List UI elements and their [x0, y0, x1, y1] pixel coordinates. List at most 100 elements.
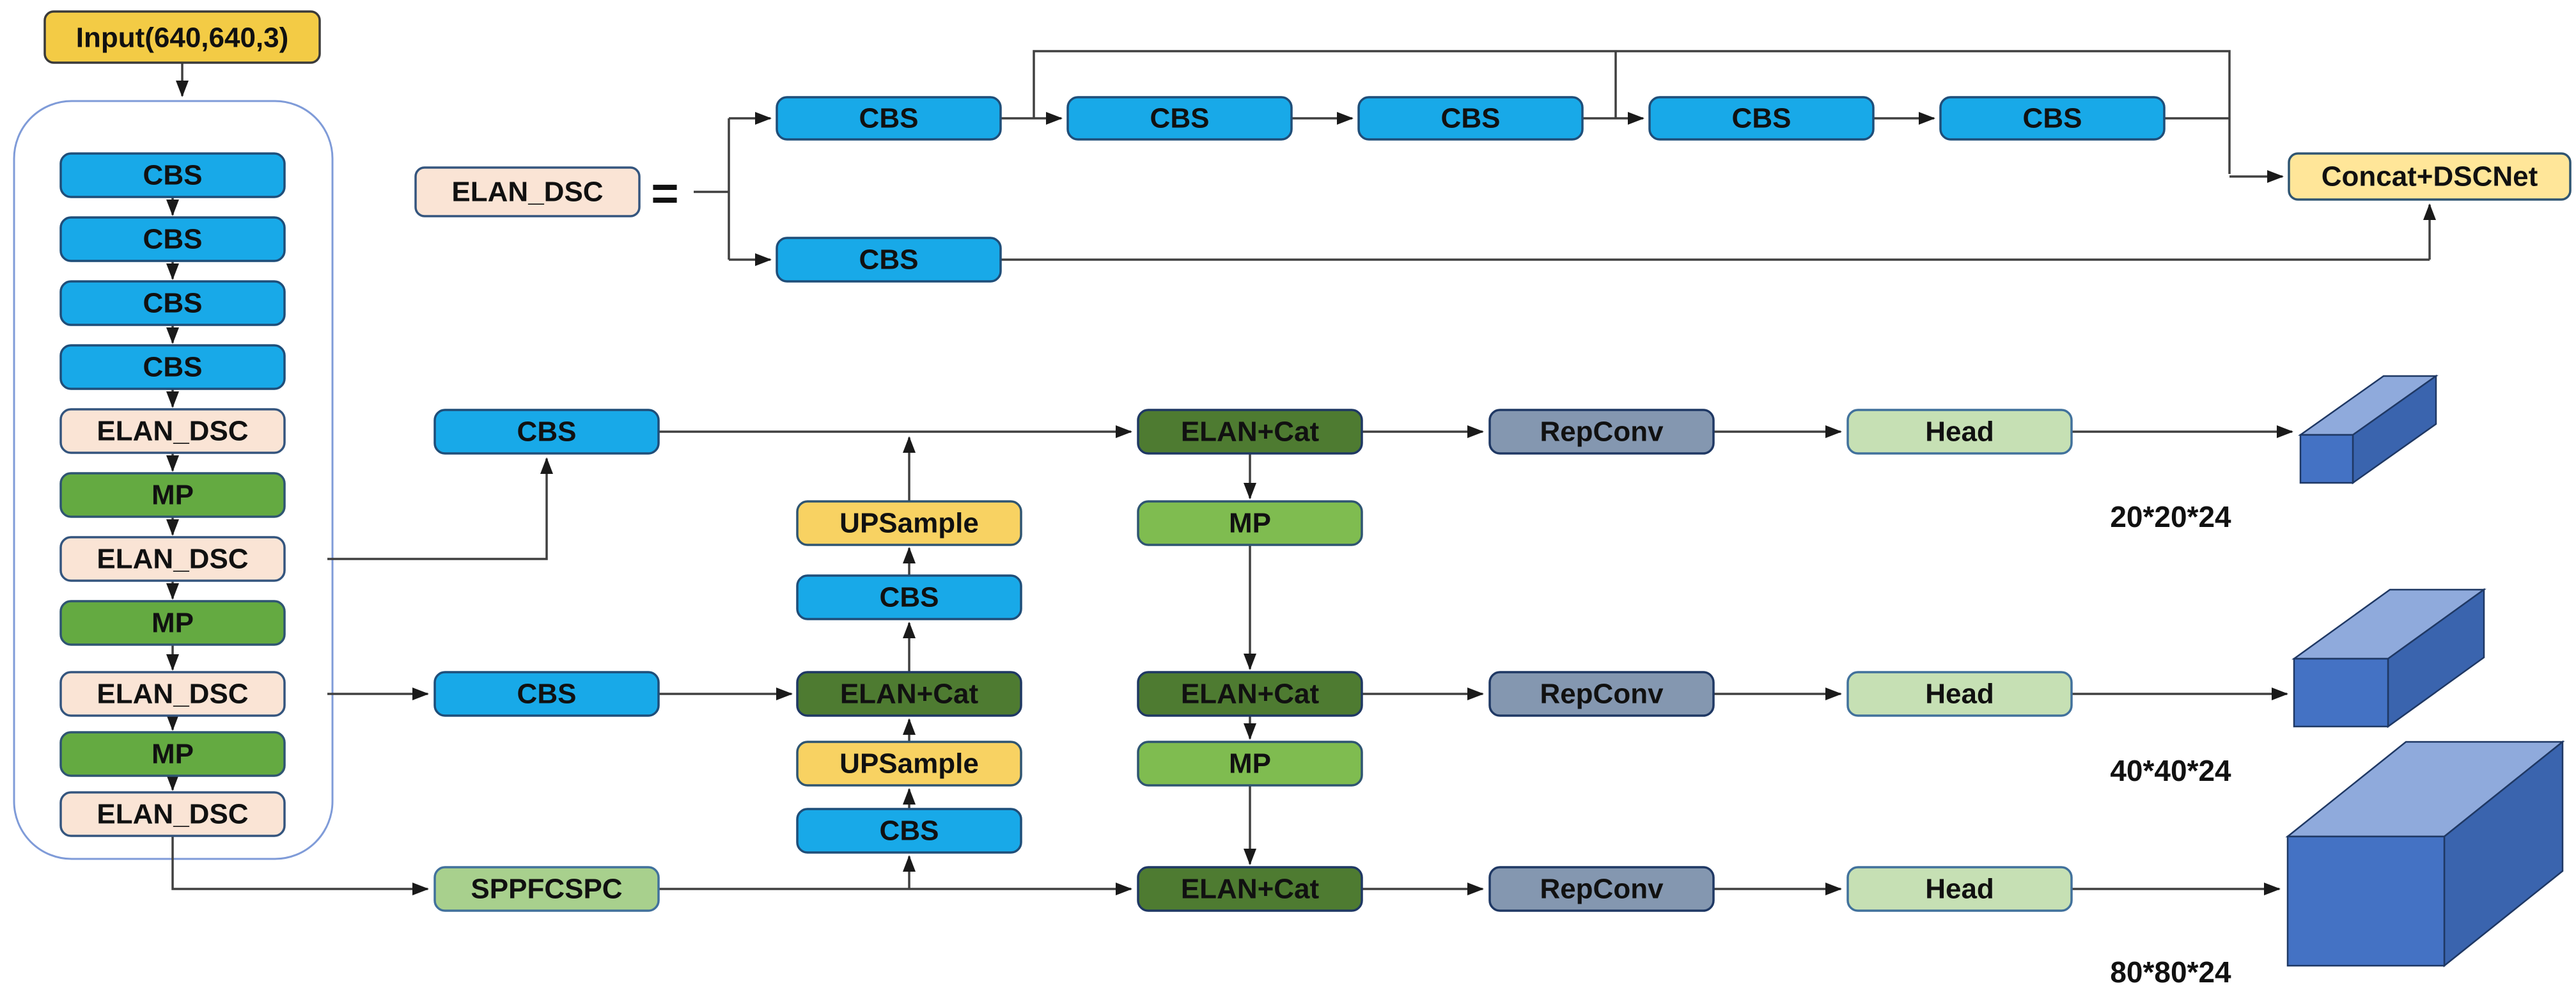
row3-repconv-box [1488, 866, 1715, 912]
connector-def-skip-top [1033, 50, 2231, 174]
def-cbs-3 [1357, 96, 1584, 141]
backbone-box-cbs-3 [59, 280, 286, 326]
backbone-label-7: ELAN_DSC [97, 544, 248, 575]
output-dims-row3: 80*80*24 [2110, 955, 2231, 989]
row2-elancat-box [1137, 671, 1363, 717]
mp-bottom-label: MP [1229, 748, 1271, 780]
def-cbs-1 [776, 96, 1002, 141]
row-3: SPPFCSPC ELAN+Cat RepConv Head [433, 866, 2073, 912]
backbone-box-mp-1 [59, 472, 286, 518]
neck-upsample-bottom-box [796, 741, 1022, 787]
def-cbs-label-5: CBS [2023, 103, 2082, 134]
row1-repconv-box [1488, 409, 1715, 455]
mp-chain: MP MP [1137, 500, 1363, 787]
neck-cbs-bottom-box [796, 808, 1022, 854]
neck-cbs-top-box [796, 574, 1022, 620]
def-concat-box [2288, 152, 2572, 201]
output-cuboid-large [2285, 740, 2565, 968]
def-cbs-label-4: CBS [1732, 103, 1791, 134]
def-cbs-4 [1648, 96, 1875, 141]
neck-elancat-label: ELAN+Cat [840, 679, 979, 710]
neck-upsample-top-label: UPSample [839, 508, 979, 539]
def-label-box [414, 166, 641, 217]
input-label: Input(640,640,3) [76, 22, 289, 54]
row2-elancat-label: ELAN+Cat [1181, 679, 1320, 710]
backbone-box-elandsc-2 [59, 536, 286, 582]
row1-elancat-box [1137, 409, 1363, 455]
output-cuboid-medium [2291, 588, 2486, 728]
row3-head-box [1846, 866, 2073, 912]
elan-dsc-definition: ELAN_DSC = CBS CBS CBS CBS CBS CBS Conca… [414, 96, 2572, 283]
backbone-label-9: ELAN_DSC [97, 679, 248, 710]
row-1: CBS ELAN+Cat RepConv Head [433, 409, 2073, 455]
def-branch-cbs-label: CBS [859, 244, 919, 276]
neck-upsample-bottom-label: UPSample [839, 748, 979, 780]
backbone-box-elandsc-1 [59, 408, 286, 454]
row2-head-box [1846, 671, 2073, 717]
row3-head-label: Head [1925, 874, 1994, 905]
backbone-label-10: MP [152, 739, 194, 770]
row3-sppfcspc-box [433, 866, 660, 912]
neck-elancat-box [796, 671, 1022, 717]
row1-head-box [1846, 409, 2073, 455]
input-box: Input(640,640,3) [43, 10, 321, 64]
def-cbs-5 [1939, 96, 2166, 141]
row-2: CBS ELAN+Cat RepConv Head [433, 671, 2073, 717]
backbone-label-6: MP [152, 480, 194, 511]
backbone-label-3: CBS [143, 288, 203, 319]
neck-cbs-top-label: CBS [880, 582, 939, 613]
neck-upsample-top-box [796, 500, 1022, 546]
cuboid-medium-front-face [2293, 657, 2389, 728]
def-label-text: ELAN_DSC [451, 177, 603, 208]
def-branch-cbs [776, 237, 1002, 283]
backbone-box-elandsc-4 [59, 791, 286, 837]
backbone-box-elandsc-3 [59, 671, 286, 717]
mp-top-box [1137, 500, 1363, 546]
row2-head-label: Head [1925, 679, 1994, 710]
backbone-label-2: CBS [143, 224, 203, 255]
output-cuboid-small [2298, 374, 2439, 485]
mp-top-label: MP [1229, 508, 1271, 539]
backbone-label-5: ELAN_DSC [97, 416, 248, 447]
connector-backbone-to-sppfcspc [171, 836, 429, 895]
row1-cbs-box [433, 409, 660, 455]
row1-head-label: Head [1925, 416, 1994, 448]
neck-column: UPSample CBS ELAN+Cat UPSample CBS [796, 500, 1022, 854]
row2-cbs-label: CBS [517, 679, 577, 710]
backbone-label-11: ELAN_DSC [97, 799, 248, 830]
row1-elancat-label: ELAN+Cat [1181, 416, 1320, 448]
def-cbs-label-3: CBS [1441, 103, 1501, 134]
row2-cbs-box [433, 671, 660, 717]
row2-repconv-box [1488, 671, 1715, 717]
backbone-box-cbs-4 [59, 344, 286, 390]
output-dims-row2: 40*40*24 [2110, 754, 2231, 787]
mp-bottom-box [1137, 741, 1363, 787]
cuboid-large-front-face [2286, 835, 2446, 967]
row2-repconv-label: RepConv [1540, 679, 1664, 710]
def-cbs-label-2: CBS [1150, 103, 1210, 134]
backbone-label-4: CBS [143, 352, 203, 383]
def-cbs-label-1: CBS [859, 103, 919, 134]
def-cbs-2 [1066, 96, 1293, 141]
backbone-box-cbs-1 [59, 152, 286, 198]
cuboid-small-front-face [2299, 434, 2354, 484]
connectors [166, 50, 2436, 895]
row1-cbs-label: CBS [517, 416, 577, 448]
row3-elancat-label: ELAN+Cat [1181, 874, 1320, 905]
backbone-stack: CBS CBS CBS CBS ELAN_DSC MP ELAN_DSC MP … [59, 152, 286, 837]
input-rect [43, 10, 321, 64]
row1-repconv-label: RepConv [1540, 416, 1664, 448]
backbone-box-cbs-2 [59, 216, 286, 262]
neck-cbs-bottom-label: CBS [880, 815, 939, 847]
row3-repconv-label: RepConv [1540, 874, 1664, 905]
equals-sign: = [651, 167, 678, 220]
row3-sppfcspc-label: SPPFCSPC [471, 874, 622, 905]
backbone-box-mp-3 [59, 731, 286, 777]
backbone-box-mp-2 [59, 600, 286, 646]
connector-tap-row1 [327, 457, 553, 560]
def-concat-label: Concat+DSCNet [2322, 161, 2538, 192]
output-dims-row1: 20*20*24 [2110, 500, 2231, 533]
backbone-label-1: CBS [143, 160, 203, 191]
